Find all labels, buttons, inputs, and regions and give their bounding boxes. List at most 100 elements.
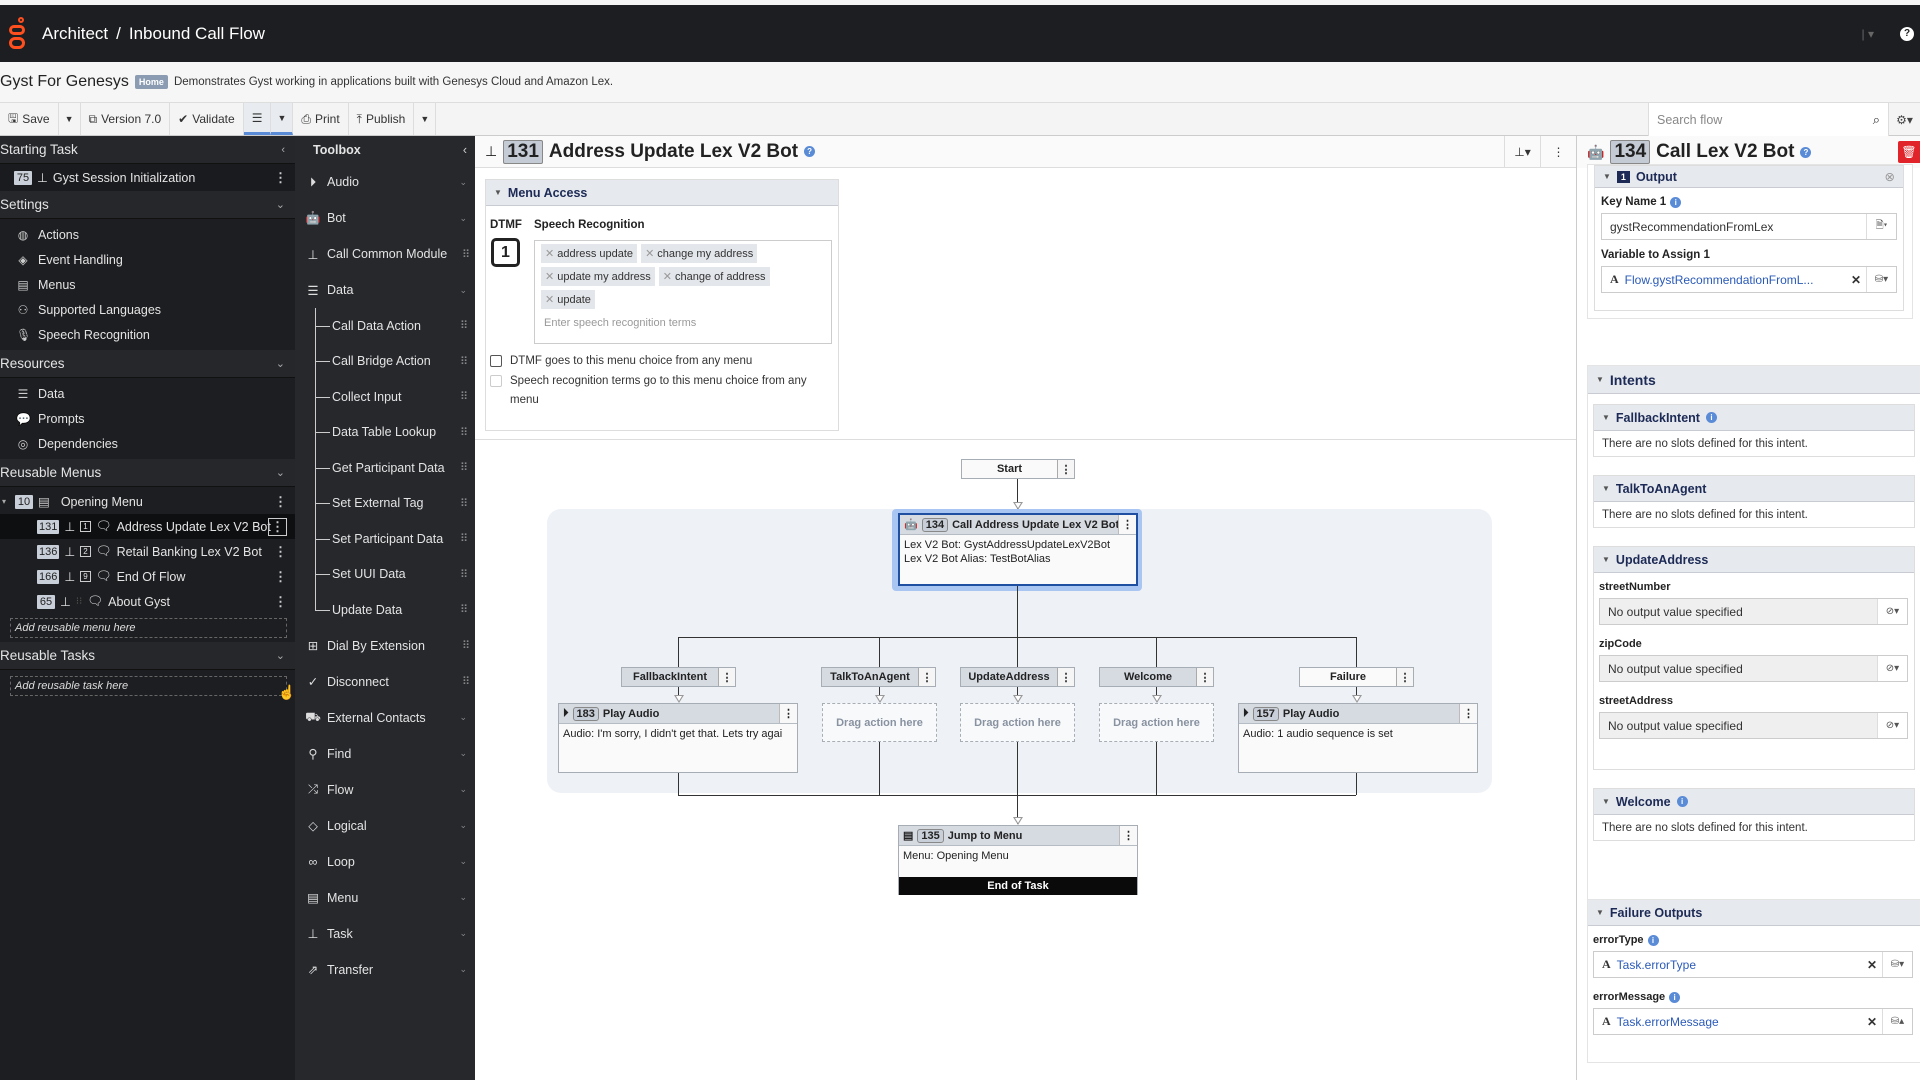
breadcrumb-architect[interactable]: Architect bbox=[42, 23, 109, 43]
kebab-menu-icon[interactable]: ⋮ bbox=[1119, 826, 1137, 845]
kebab-menu-icon[interactable]: ⋮ bbox=[1396, 668, 1413, 686]
drag-handle-icon[interactable]: ⠿ bbox=[461, 248, 470, 261]
version-button[interactable]: ⧉Version 7.0 bbox=[81, 103, 171, 135]
collapse-left-icon[interactable]: ‹ bbox=[281, 143, 285, 156]
search-icon[interactable]: ⌕ bbox=[1872, 111, 1880, 127]
speech-any-menu-checkbox[interactable] bbox=[490, 375, 502, 387]
info-icon[interactable]: i bbox=[1705, 412, 1717, 423]
menu-tree-item-address-update[interactable]: 131 ⊥ 1 🗨 Address Update Lex V2 Bot ⋮ bbox=[0, 514, 295, 539]
toolbox-category-flow[interactable]: ⤮Flow⌄ bbox=[295, 772, 475, 808]
kebab-menu-icon[interactable]: ⋮ bbox=[1459, 704, 1477, 723]
start-node[interactable]: Start⋮ bbox=[961, 459, 1075, 479]
intents-header[interactable]: ▼Intents bbox=[1588, 366, 1920, 394]
variable-dropdown-icon[interactable]: ⛁▾ bbox=[1866, 267, 1896, 292]
help-icon[interactable]: ? bbox=[1800, 146, 1812, 158]
collapse-toolbox-icon[interactable]: ‹ bbox=[462, 143, 467, 157]
sidebar-item-menus[interactable]: ▤Menus bbox=[0, 272, 295, 297]
remove-icon[interactable]: ✕ bbox=[545, 271, 555, 283]
sidebar-item-data[interactable]: ☰Data bbox=[0, 381, 295, 406]
layout-options-button[interactable]: ⊥▾ bbox=[1504, 136, 1540, 168]
add-reusable-menu-dropzone[interactable]: Add reusable menu here bbox=[10, 618, 287, 638]
speech-terms-input[interactable]: ✕address update ✕change my address ✕upda… bbox=[534, 240, 832, 344]
list-view-button[interactable]: ☰ bbox=[243, 103, 272, 135]
info-icon[interactable]: i bbox=[1676, 796, 1688, 807]
clear-icon[interactable]: ✕ bbox=[1866, 957, 1878, 972]
intent-header[interactable]: ▼TalkToAnAgent bbox=[1594, 476, 1914, 502]
menu-tree-item-opening-menu[interactable]: ▾ 10 ▤ Opening Menu ⋮ bbox=[0, 489, 295, 514]
key-name-input[interactable]: gystRecommendationFromLex🗎▾ bbox=[1601, 213, 1897, 240]
toolbox-category-data[interactable]: ☰Data⌄ bbox=[295, 272, 475, 308]
variable-dropdown-icon[interactable]: ⛁▾ bbox=[1882, 952, 1912, 977]
kebab-menu-icon[interactable]: ⋮ bbox=[274, 169, 287, 185]
dtmf-any-menu-checkbox[interactable] bbox=[490, 355, 502, 367]
help-icon[interactable]: ? bbox=[804, 146, 816, 157]
sidebar-item-prompts[interactable]: 💬Prompts bbox=[0, 406, 295, 431]
caret-down-icon[interactable]: ▾ bbox=[2, 497, 7, 506]
slot-streetnumber-input[interactable]: No output value specified⊘▾ bbox=[1599, 598, 1908, 625]
search-flow-input[interactable]: Search flow⌕ bbox=[1648, 103, 1888, 136]
no-value-dropdown-icon[interactable]: ⊘▾ bbox=[1877, 599, 1907, 624]
kebab-menu-icon[interactable]: ⋮ bbox=[1196, 668, 1213, 686]
toolbox-category-bot[interactable]: 🤖Bot⌄ bbox=[295, 200, 475, 236]
menu-access-header[interactable]: ▼Menu Access bbox=[486, 180, 838, 206]
toolbox-action-call-bridge-action[interactable]: Call Bridge Action⠿ bbox=[295, 343, 475, 380]
starting-task-item[interactable]: 75 ⊥ Gyst Session Initialization ⋮ bbox=[0, 164, 295, 191]
toolbox-action-set-participant-data[interactable]: Set Participant Data⠿ bbox=[295, 521, 475, 557]
sidebar-item-actions[interactable]: ◍Actions bbox=[0, 222, 295, 247]
toolbox-category-external-contacts[interactable]: ⛟External Contacts⌄ bbox=[295, 700, 475, 736]
drag-handle-icon[interactable]: ⠿ bbox=[459, 568, 468, 581]
kebab-menu-icon[interactable]: ⋮ bbox=[274, 543, 287, 559]
section-resources[interactable]: Resources⌄ bbox=[0, 350, 295, 378]
remove-icon[interactable]: ✕ bbox=[645, 248, 655, 260]
slot-zipcode-input[interactable]: No output value specified⊘▾ bbox=[1599, 655, 1908, 682]
kebab-menu-icon[interactable]: ⋮ bbox=[1118, 515, 1136, 534]
info-icon[interactable]: i bbox=[1669, 991, 1681, 1003]
toolbox-category-task[interactable]: ⊥Task⌄ bbox=[295, 916, 475, 952]
toolbox-category-audio[interactable]: ⏵Audio⌄ bbox=[295, 164, 475, 200]
clear-icon[interactable]: ✕ bbox=[1866, 1014, 1878, 1029]
clear-icon[interactable]: ✕ bbox=[1850, 272, 1862, 287]
kebab-menu-icon[interactable]: ⋮ bbox=[718, 668, 735, 686]
toolbox-category-menu[interactable]: ▤Menu⌄ bbox=[295, 880, 475, 916]
add-reusable-task-dropzone[interactable]: Add reusable task here bbox=[10, 676, 287, 696]
toolbox-action-dial-by-extension[interactable]: ⊞Dial By Extension⠿ bbox=[295, 628, 475, 664]
sidebar-item-event-handling[interactable]: ◈Event Handling bbox=[0, 247, 295, 272]
section-reusable-tasks[interactable]: Reusable Tasks⌄ bbox=[0, 642, 295, 670]
intent-header[interactable]: ▼UpdateAddress bbox=[1594, 547, 1914, 573]
branch-fallbackintent[interactable]: FallbackIntent⋮ bbox=[621, 667, 736, 687]
toolbox-category-find[interactable]: ⚲Find⌄ bbox=[295, 736, 475, 772]
remove-circle-icon[interactable]: ⊗ bbox=[1884, 170, 1895, 184]
sidebar-item-dependencies[interactable]: ◎Dependencies bbox=[0, 431, 295, 456]
failure-outputs-header[interactable]: ▼Failure Outputs bbox=[1588, 900, 1920, 926]
menu-tree-item-about-gyst[interactable]: 65 ⊥ ⁝⁝ 🗨 About Gyst ⋮ bbox=[0, 589, 295, 614]
save-button[interactable]: 🖫Save bbox=[0, 103, 59, 135]
user-menu-caret-icon[interactable]: | ▾ bbox=[1861, 26, 1874, 41]
drag-handle-icon[interactable]: ⠿ bbox=[459, 462, 468, 475]
toolbox-action-call-data-action[interactable]: Call Data Action⠿ bbox=[295, 308, 475, 344]
menu-tree-item-retail-banking[interactable]: 136 ⊥ 2 🗨 Retail Banking Lex V2 Bot ⋮ bbox=[0, 539, 295, 564]
toolbox-action-call-common-module[interactable]: ⊥Call Common Module⠿ bbox=[295, 236, 475, 272]
kebab-menu-icon[interactable]: ⋮ bbox=[1057, 668, 1074, 686]
toolbox-action-set-uui-data[interactable]: Set UUI Data⠿ bbox=[295, 556, 475, 593]
sidebar-item-supported-languages[interactable]: ⚇Supported Languages bbox=[0, 297, 295, 322]
publish-dropdown-button[interactable]: ▼ bbox=[414, 103, 437, 135]
drop-zone-updateaddress[interactable]: Drag action here bbox=[960, 703, 1075, 742]
drop-zone-talktoanagent[interactable]: Drag action here bbox=[822, 703, 937, 742]
publish-button[interactable]: ⤒Publish bbox=[349, 103, 415, 135]
kebab-menu-icon[interactable]: ⋮ bbox=[1057, 460, 1074, 478]
toolbox-action-get-participant-data[interactable]: Get Participant Data⠿ bbox=[295, 450, 475, 486]
drag-handle-icon[interactable]: ⠿ bbox=[459, 533, 468, 546]
branch-failure[interactable]: Failure⋮ bbox=[1299, 667, 1414, 687]
menu-tree-item-end-of-flow[interactable]: 166 ⊥ 9 🗨 End Of Flow ⋮ bbox=[0, 564, 295, 589]
toolbox-action-collect-input[interactable]: Collect Input⠿ bbox=[295, 379, 475, 415]
drop-zone-welcome[interactable]: Drag action here bbox=[1099, 703, 1214, 742]
variable-dropdown-icon[interactable]: ⛁▴ bbox=[1882, 1009, 1912, 1034]
delete-trash-icon[interactable]: 🗑 bbox=[1898, 141, 1920, 163]
list-view-dropdown[interactable]: ▼ bbox=[271, 103, 294, 135]
